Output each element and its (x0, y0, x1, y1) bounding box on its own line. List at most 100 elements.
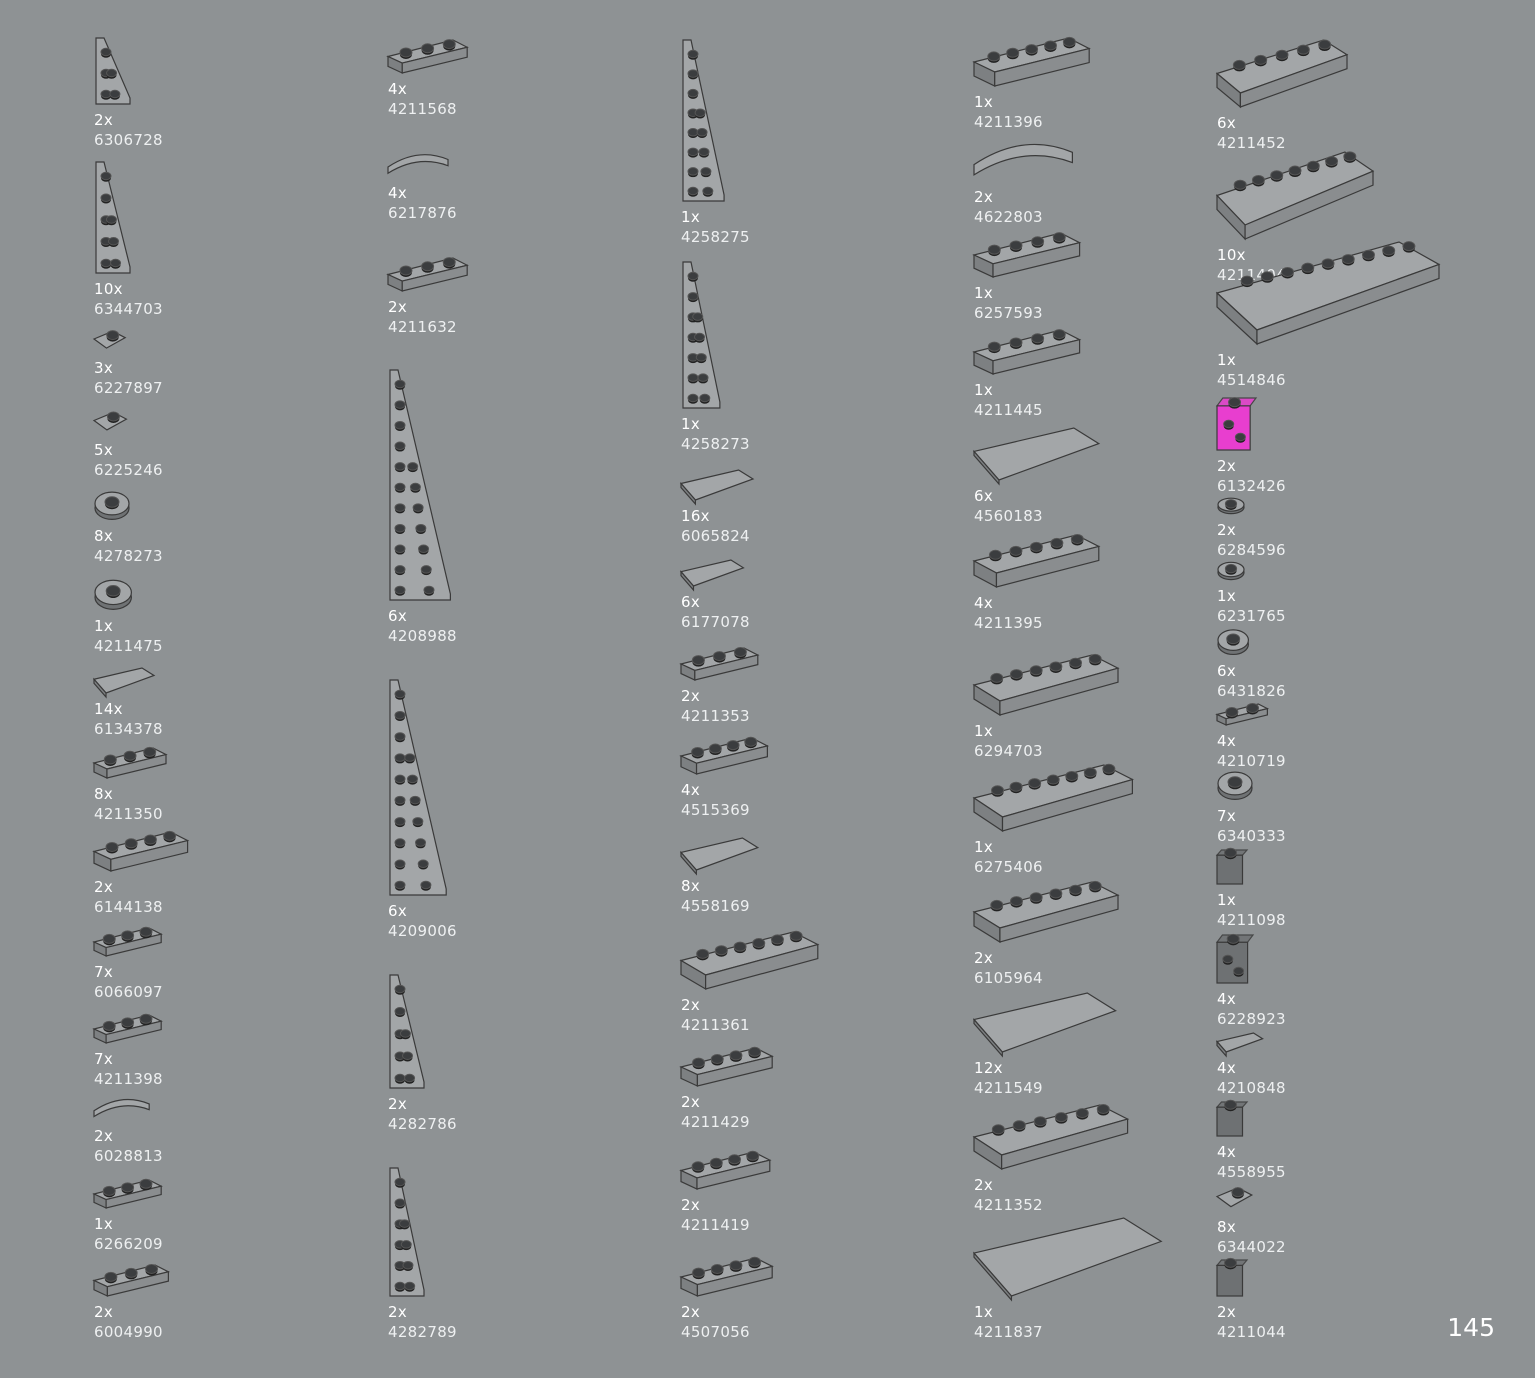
part-illustration (1217, 629, 1249, 656)
stud (417, 859, 429, 869)
stud (733, 647, 747, 658)
stud (143, 834, 157, 845)
part-element-id: 4558955 (1217, 1163, 1286, 1181)
stud (744, 736, 758, 747)
stud (699, 393, 711, 403)
stud (1224, 563, 1238, 574)
part-quantity: 1x (94, 617, 114, 635)
stud (1083, 767, 1097, 778)
stud (399, 1219, 411, 1228)
stud (1224, 1257, 1237, 1268)
stud (1402, 241, 1416, 252)
stud (770, 934, 784, 945)
stud (104, 1271, 118, 1282)
part-illustration (972, 427, 1101, 486)
part-element-id: 4258273 (681, 435, 750, 453)
stud (394, 753, 406, 762)
part-illustration (1215, 702, 1270, 726)
part-quantity: 1x (1217, 351, 1237, 369)
stud (987, 51, 1001, 62)
part-element-id: 6284596 (1217, 541, 1286, 559)
stud (105, 841, 119, 852)
part-quantity: 10x (1217, 246, 1246, 264)
part-quantity: 10x (94, 280, 123, 298)
part-element-id: 6340333 (1217, 827, 1286, 845)
part-quantity: 4x (1217, 732, 1237, 750)
part-illustration (972, 533, 1101, 589)
stud (748, 1046, 762, 1057)
part-quantity: 3x (94, 359, 114, 377)
stud (691, 655, 705, 666)
stud (687, 88, 699, 98)
stud (394, 523, 406, 533)
part-illustration (972, 880, 1120, 944)
stud (394, 1177, 406, 1187)
stud (420, 880, 432, 890)
part-element-id: 4278273 (94, 547, 163, 565)
stud (102, 1020, 116, 1031)
part-quantity: 1x (974, 1303, 994, 1321)
part-quantity: 2x (1217, 521, 1237, 539)
part-element-id: 6306728 (94, 131, 163, 149)
part-illustration (92, 411, 128, 431)
stud (1224, 499, 1238, 509)
part-illustration (389, 369, 451, 601)
part-element-id: 6004990 (94, 1323, 163, 1341)
part-quantity: 1x (974, 838, 994, 856)
part-illustration (92, 330, 127, 349)
part-illustration (92, 1263, 171, 1297)
stud (1318, 39, 1332, 50)
stud (1306, 160, 1320, 171)
stud (1049, 661, 1063, 672)
part-illustration (92, 667, 156, 699)
stud (1033, 1116, 1047, 1127)
stud (412, 817, 424, 826)
stud (1233, 179, 1247, 190)
part-element-id: 4211044 (1217, 1323, 1286, 1341)
stud (694, 332, 706, 342)
part-quantity: 5x (94, 441, 114, 459)
stud (394, 503, 406, 512)
part-illustration (1215, 151, 1375, 241)
part-illustration (679, 837, 760, 876)
part-quantity: 2x (974, 188, 994, 206)
part-element-id: 4211398 (94, 1070, 163, 1088)
part-element-id: 6231765 (1217, 607, 1286, 625)
part-illustration (1217, 497, 1245, 515)
part-element-id: 4211098 (1217, 911, 1286, 929)
stud (394, 1073, 406, 1083)
stud (1012, 1120, 1026, 1131)
stud (700, 167, 712, 176)
part-illustration (1215, 847, 1249, 885)
part-illustration (386, 39, 469, 74)
part-illustration (92, 746, 168, 779)
stud (106, 330, 120, 341)
stud (1009, 545, 1023, 556)
stud (394, 1198, 406, 1208)
part-element-id: 6132426 (1217, 477, 1286, 495)
part-illustration (679, 469, 755, 506)
stud (100, 193, 112, 202)
stud (691, 746, 705, 757)
stud (1361, 249, 1375, 260)
stud (687, 292, 699, 301)
stud (406, 774, 418, 784)
stud (145, 1263, 159, 1274)
stud (420, 565, 432, 574)
stud (404, 1281, 416, 1291)
stud (394, 482, 406, 492)
